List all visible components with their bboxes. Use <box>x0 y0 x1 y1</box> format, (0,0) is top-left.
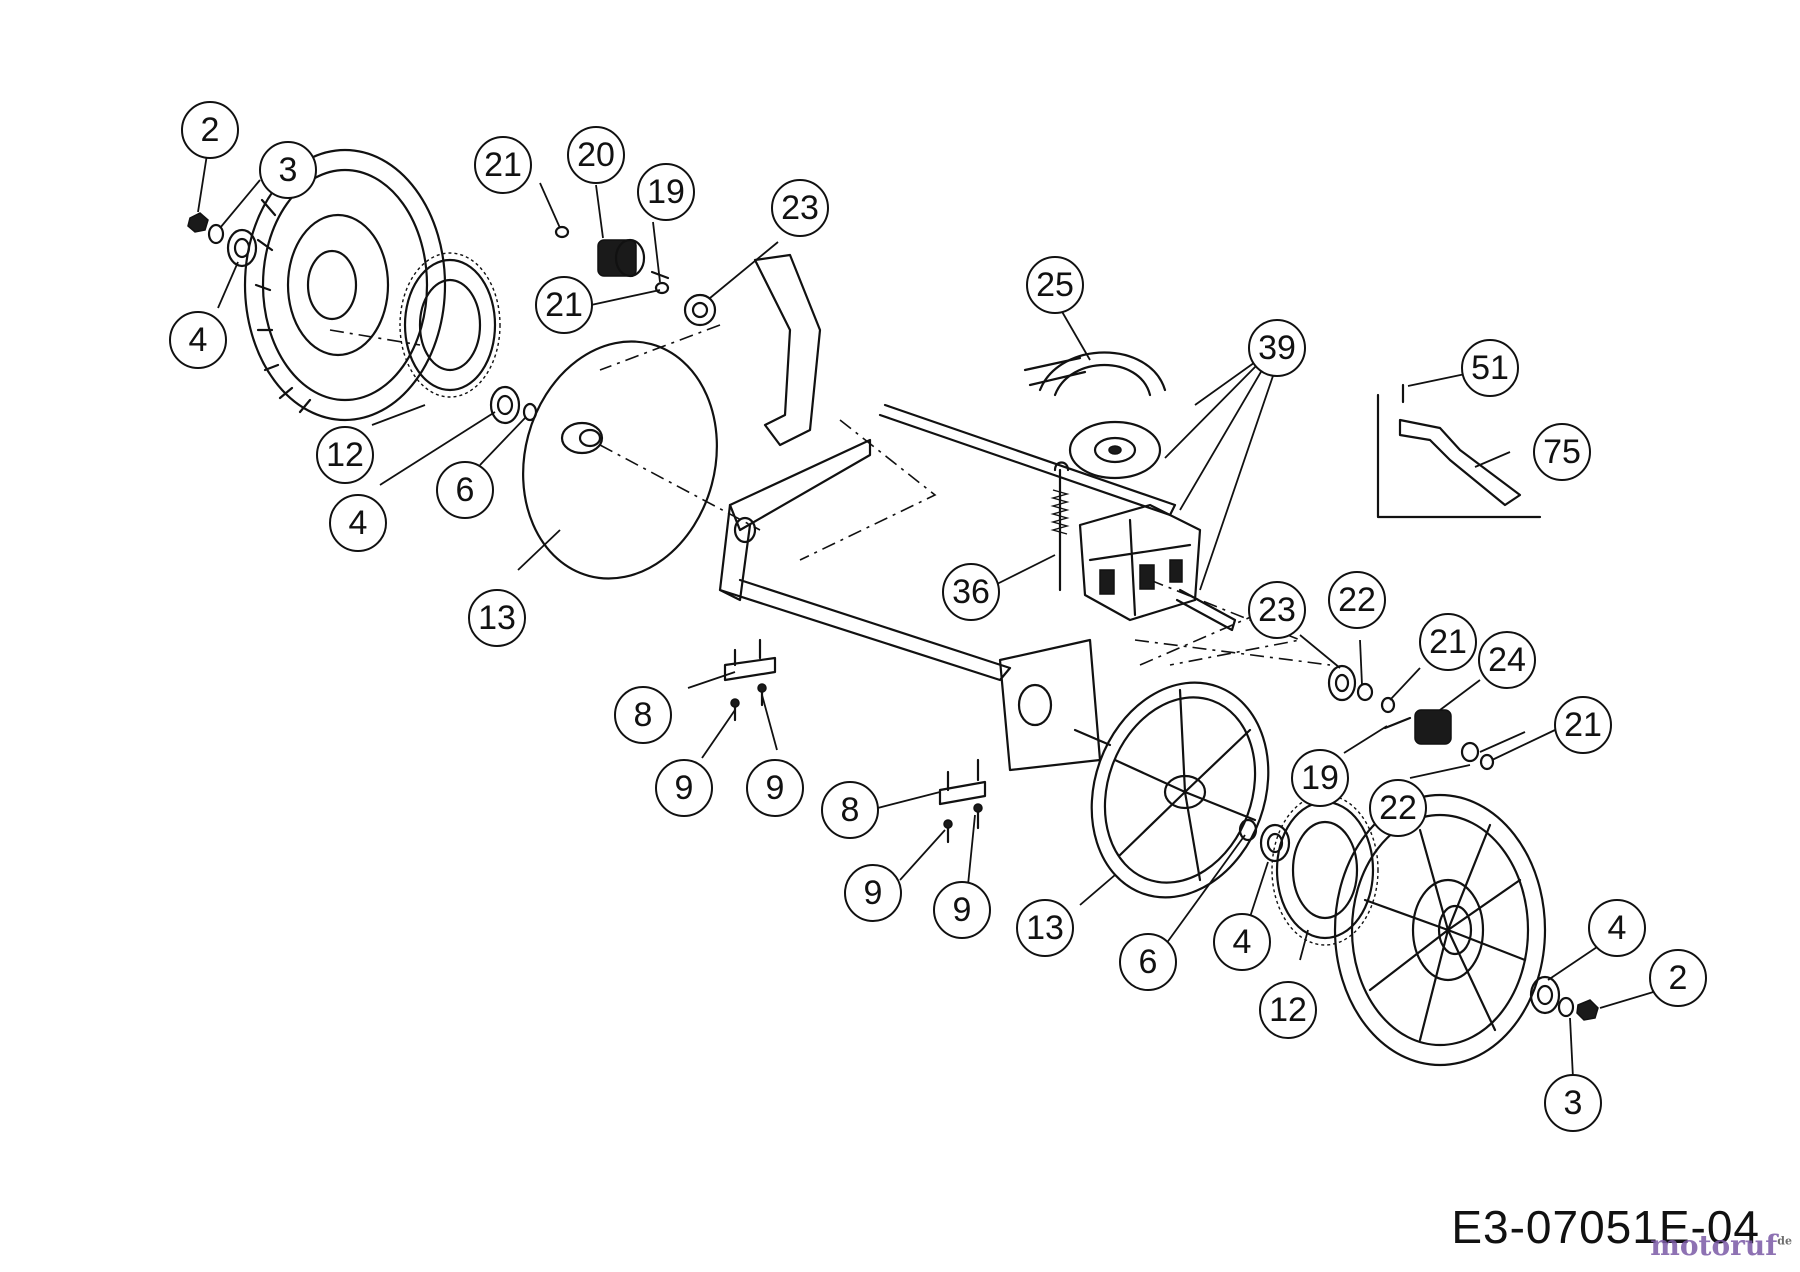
svg-text:36: 36 <box>952 573 990 611</box>
svg-text:23: 23 <box>1258 591 1296 629</box>
callout: 22 <box>1369 779 1427 837</box>
svg-text:75: 75 <box>1543 433 1581 471</box>
svg-text:3: 3 <box>279 151 298 189</box>
mounting-plate-lower <box>938 758 987 844</box>
svg-text:19: 19 <box>1301 759 1339 797</box>
callout: 25 <box>1026 256 1084 314</box>
upper-pinion-parts <box>554 225 717 327</box>
tension-spring <box>1050 461 1070 592</box>
svg-text:3: 3 <box>1564 1084 1583 1122</box>
pulley <box>1068 420 1162 480</box>
svg-text:2: 2 <box>201 111 220 149</box>
callout: 12 <box>316 426 374 484</box>
svg-text:2: 2 <box>1669 959 1688 997</box>
callout-labels: 2 3 4 12 4 6 13 21 20 19 21 23 25 39 51 … <box>169 101 1707 1132</box>
callout: 19 <box>637 163 695 221</box>
callout: 21 <box>1419 613 1477 671</box>
right-wheel <box>1333 793 1547 1067</box>
watermark-suffix: de <box>1777 1234 1792 1248</box>
svg-text:12: 12 <box>326 436 364 474</box>
callout: 9 <box>746 759 804 817</box>
callout: 21 <box>1554 696 1612 754</box>
left-wheel <box>243 148 447 422</box>
svg-text:51: 51 <box>1471 349 1509 387</box>
gearbox <box>1078 503 1237 632</box>
callout: 4 <box>329 494 387 552</box>
right-gear <box>1271 794 1379 946</box>
callout: 9 <box>655 759 713 817</box>
callout: 23 <box>1248 581 1306 639</box>
svg-text:8: 8 <box>634 696 653 734</box>
callout: 3 <box>1544 1074 1602 1132</box>
callout: 8 <box>614 686 672 744</box>
svg-text:6: 6 <box>1139 943 1158 981</box>
callout: 13 <box>468 589 526 647</box>
callout: 39 <box>1248 319 1306 377</box>
callout: 23 <box>771 179 829 237</box>
svg-text:39: 39 <box>1258 329 1296 367</box>
svg-text:9: 9 <box>675 769 694 807</box>
svg-text:4: 4 <box>349 504 368 542</box>
callout: 24 <box>1478 631 1536 689</box>
svg-text:25: 25 <box>1036 266 1074 304</box>
callout: 12 <box>1259 981 1317 1039</box>
callout: 4 <box>1588 899 1646 957</box>
callout: 3 <box>259 141 317 199</box>
axle-frame <box>718 253 1177 772</box>
left-gear <box>399 252 501 398</box>
callout: 9 <box>844 864 902 922</box>
svg-text:13: 13 <box>1026 909 1064 947</box>
callout: 6 <box>1119 933 1177 991</box>
callout: 21 <box>474 136 532 194</box>
callout: 22 <box>1328 571 1386 629</box>
watermark-text: motoruf <box>1650 1229 1778 1262</box>
callout: 21 <box>535 276 593 334</box>
svg-text:23: 23 <box>781 189 819 227</box>
drawing-code-label: E3-07051E-04 <box>1451 1201 1760 1253</box>
svg-text:21: 21 <box>484 146 522 184</box>
left-small-parts <box>187 212 538 425</box>
callout: 75 <box>1533 423 1591 481</box>
svg-text:22: 22 <box>1379 789 1417 827</box>
svg-text:4: 4 <box>1233 923 1252 961</box>
mounting-plate-upper <box>723 638 777 722</box>
svg-text:21: 21 <box>1429 623 1467 661</box>
callout: 2 <box>1649 949 1707 1007</box>
callout: 20 <box>567 126 625 184</box>
watermark-logo: motorufde <box>1650 1229 1792 1262</box>
svg-text:20: 20 <box>577 136 615 174</box>
svg-text:13: 13 <box>478 599 516 637</box>
right-small-parts <box>1238 664 1599 1021</box>
callout: 51 <box>1461 339 1519 397</box>
left-cover-disc <box>522 340 718 580</box>
svg-text:12: 12 <box>1269 991 1307 1029</box>
callout: 8 <box>821 781 879 839</box>
callout: 13 <box>1016 899 1074 957</box>
svg-text:21: 21 <box>1564 706 1602 744</box>
callout: 4 <box>169 311 227 369</box>
svg-text:9: 9 <box>864 874 883 912</box>
callout: 9 <box>933 881 991 939</box>
svg-text:24: 24 <box>1488 641 1526 679</box>
svg-text:9: 9 <box>766 769 785 807</box>
svg-text:4: 4 <box>1608 909 1627 947</box>
callout: 2 <box>181 101 239 159</box>
callout: 36 <box>942 563 1000 621</box>
callout: 19 <box>1291 749 1349 807</box>
drive-belt <box>1023 351 1167 397</box>
svg-text:21: 21 <box>545 286 583 324</box>
svg-text:4: 4 <box>189 321 208 359</box>
callout: 4 <box>1213 913 1271 971</box>
svg-text:22: 22 <box>1338 581 1376 619</box>
svg-text:6: 6 <box>456 471 475 509</box>
svg-text:8: 8 <box>841 791 860 829</box>
callout: 6 <box>436 461 494 519</box>
svg-text:9: 9 <box>953 891 972 929</box>
leader-lines <box>197 147 1661 1079</box>
bracket-inset <box>1376 383 1542 519</box>
svg-text:19: 19 <box>647 173 685 211</box>
right-cover-disc <box>1090 681 1270 899</box>
